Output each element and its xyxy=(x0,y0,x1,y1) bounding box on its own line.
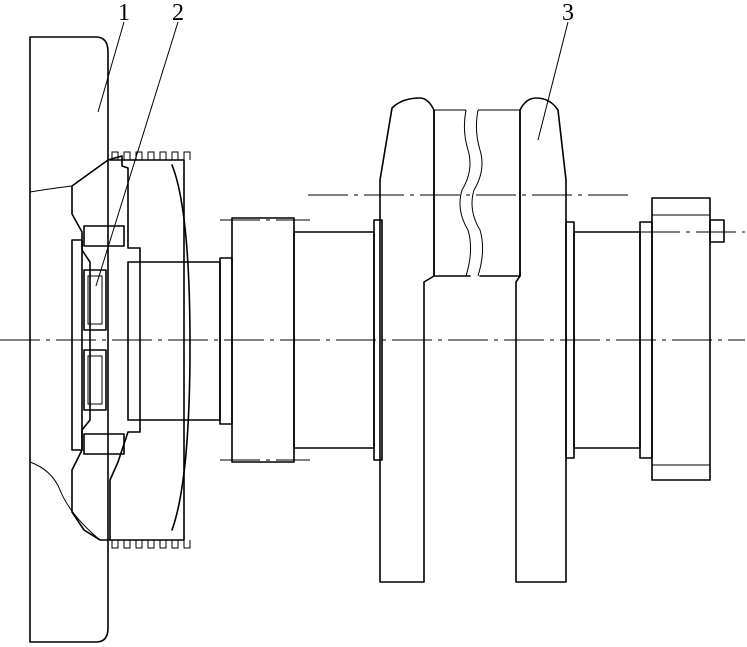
callout-leader-3 xyxy=(537,21,569,141)
front-shaft-stub xyxy=(139,257,233,425)
damper-inner-bearing xyxy=(71,239,107,451)
callout-leader-2 xyxy=(95,21,179,287)
callout-label-3: 3 xyxy=(562,0,574,26)
crank-pin xyxy=(308,109,630,277)
pulley-ring xyxy=(109,151,191,549)
flywheel-disc xyxy=(29,36,109,643)
crank-web-right xyxy=(515,97,567,583)
callout-label-2: 2 xyxy=(172,0,184,26)
callout-leader-1 xyxy=(97,21,125,113)
damper-hub-section xyxy=(71,155,141,541)
end-flange xyxy=(640,197,745,481)
callout-label-1: 1 xyxy=(118,0,130,26)
